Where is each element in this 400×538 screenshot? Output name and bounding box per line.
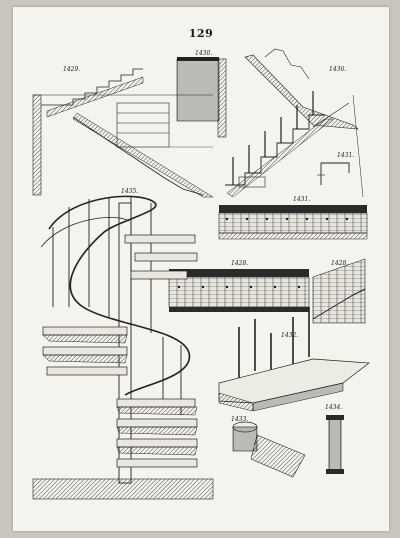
figure-1428-girder: 1428. <box>168 260 310 312</box>
figure-label: 1434. <box>325 404 342 411</box>
figure-label: 1429. <box>63 66 80 73</box>
figure-label: 1431. <box>293 196 310 203</box>
figure-1435: 1435. <box>32 188 214 500</box>
figure-1434: 1434. <box>325 404 344 474</box>
figure-1432: 1432. <box>218 307 370 412</box>
plate-page: 129 1 <box>13 7 389 531</box>
figure-1433: 1433. <box>231 416 306 478</box>
figure-label: 1428. <box>231 260 248 267</box>
figure-1431-beam: 1431. <box>218 196 368 240</box>
engraved-plate: 1429. 1430. 1436. <box>32 48 370 500</box>
page-number: 129 <box>188 27 214 40</box>
figure-1429: 1429. <box>32 66 214 198</box>
figure-label: 1431. <box>337 152 354 159</box>
figure-label: 1432. <box>281 332 298 339</box>
figure-label: 1428. <box>331 260 348 267</box>
figure-1428-stair: 1428. <box>312 258 366 324</box>
figure-1431-bracket: 1431. <box>317 152 354 185</box>
figure-label: 1433. <box>231 416 248 423</box>
figure-label: 1430. <box>195 50 212 57</box>
figure-label: 1435. <box>121 188 138 195</box>
figure-label: 1436. <box>329 66 346 73</box>
figure-1436: 1436. <box>225 48 364 198</box>
figure-1430: 1430. <box>176 50 227 138</box>
